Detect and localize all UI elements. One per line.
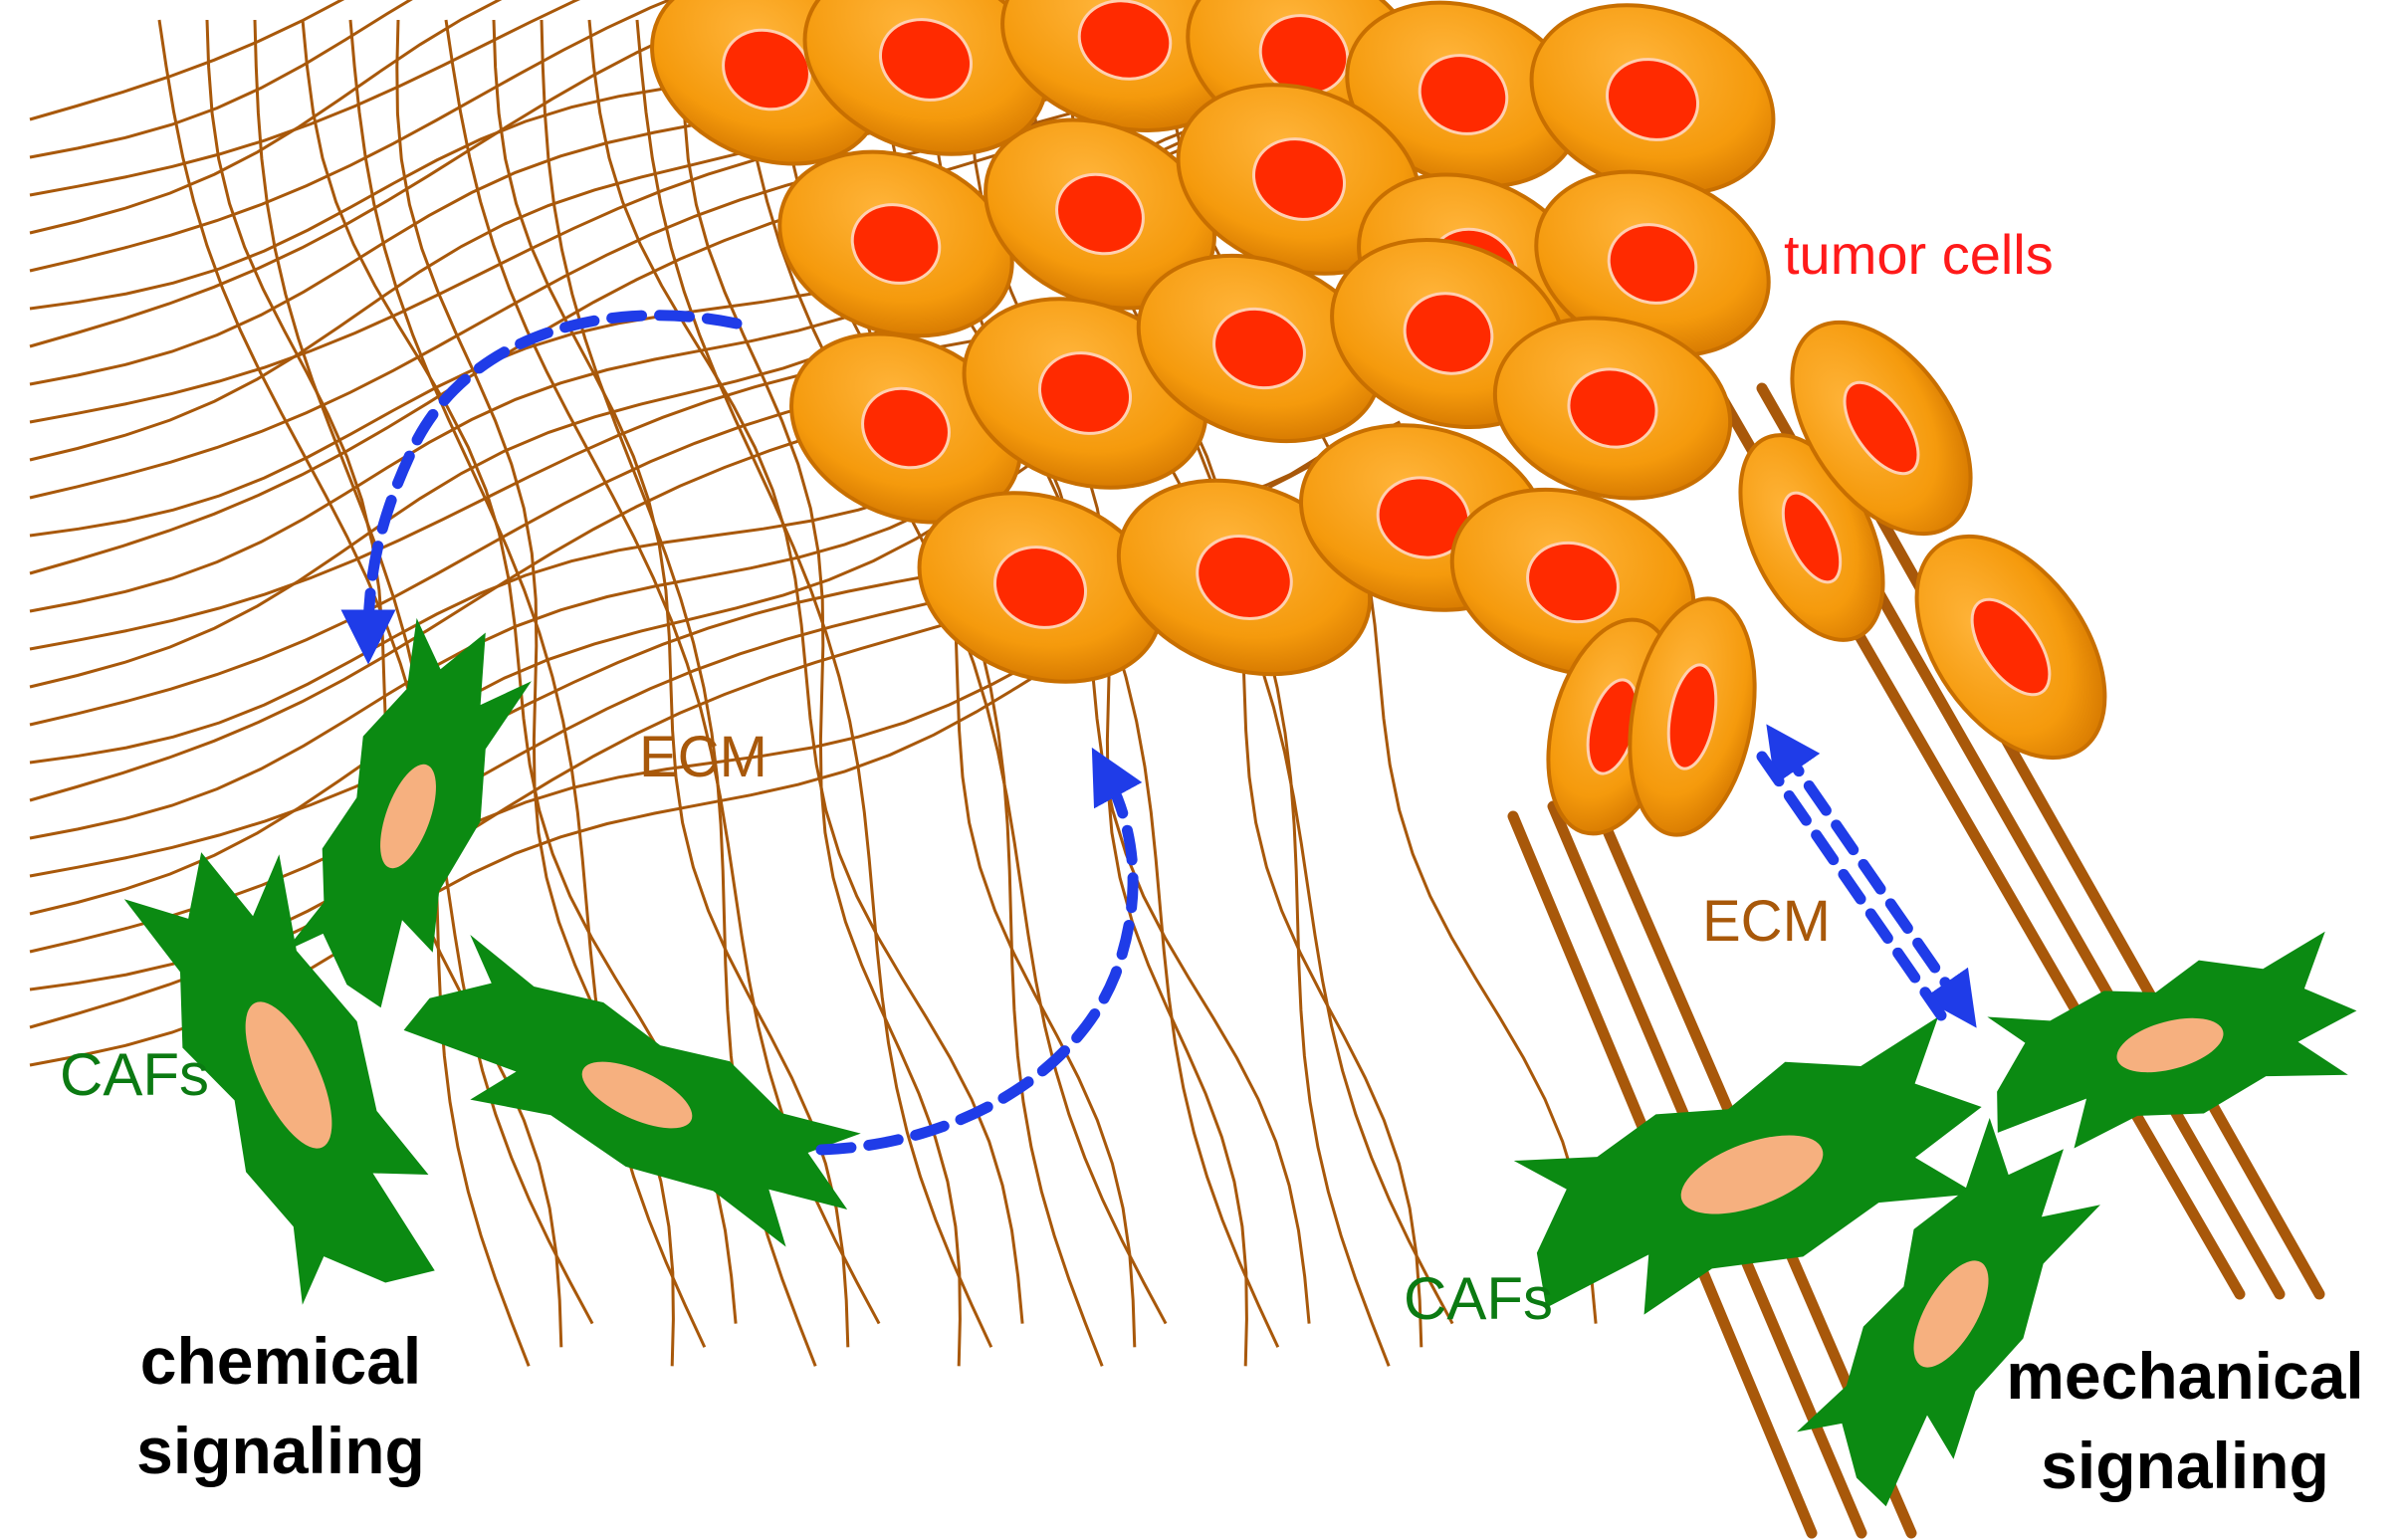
- ecm-fiber: [157, 19, 594, 1325]
- tumor-cell-icon: [1914, 534, 2107, 761]
- tumor-cell-icon: [802, 0, 1049, 156]
- signaling-arrows: [340, 310, 1977, 1156]
- tumor-cell-icon: [1529, 3, 1776, 196]
- cafs-label-left: CAFs: [60, 1041, 209, 1108]
- mechanical-signaling-line1: mechanical: [2006, 1339, 2364, 1413]
- tumor-cell-icon: [1492, 316, 1733, 501]
- fibroblast-icon: [123, 852, 435, 1305]
- tumor-cell-icon: [1628, 596, 1757, 837]
- tumor-cell-icon: [984, 117, 1216, 311]
- ecm-label-right: ECM: [1702, 889, 1831, 954]
- ecm-fiber: [635, 19, 993, 1348]
- ecm-label-left: ECM: [639, 725, 767, 789]
- dashed-arrow-icon: [1766, 724, 1977, 1028]
- tumor-cells-label: tumor cells: [1784, 223, 2054, 286]
- fibroblast-icon: [1987, 931, 2357, 1149]
- dashed-arrow-icon: [340, 310, 743, 665]
- ecm-fiber: [587, 19, 1024, 1324]
- chemical-signaling-line2: signaling: [136, 1414, 425, 1487]
- dashed-arrow-icon: [815, 747, 1143, 1156]
- tumor-cell-icon: [1136, 253, 1383, 444]
- fibroblast-icon: [285, 617, 532, 1008]
- fibroblast-icon: [1513, 1016, 1982, 1315]
- ecm-fiber: [29, 80, 1401, 538]
- tumor-cell-icon: [1345, 0, 1582, 189]
- tumor-cell-icon: [917, 491, 1164, 684]
- mechanical-signaling-line2: signaling: [2041, 1429, 2329, 1502]
- dashed-arrow-icon: [1756, 751, 1947, 1021]
- cafs-label-right: CAFs: [1404, 1265, 1553, 1332]
- tumor-cell-icon: [1000, 0, 1249, 132]
- fibroblast-icon: [403, 935, 861, 1247]
- tumor-cell-icon: [777, 149, 1014, 338]
- ecm-fiber: [682, 19, 962, 1367]
- caf-cells: [123, 617, 2357, 1507]
- ecm-fiber: [29, 0, 503, 235]
- ecm-fiber: [492, 19, 850, 1348]
- ecm-fiber: [29, 0, 345, 121]
- fibroblast-icon: [1797, 1117, 2100, 1507]
- ecm-bundle-fiber: [1796, 372, 2325, 1300]
- tumor-cell-icon: [1534, 169, 1771, 358]
- ecm-fiber: [205, 19, 563, 1348]
- ecm-fiber: [29, 0, 413, 159]
- tumor-cell-icon: [1790, 320, 1973, 537]
- ecm-fiber: [29, 0, 581, 197]
- ecm-fiber: [731, 19, 1168, 1325]
- chemical-signaling-line1: chemical: [140, 1324, 422, 1398]
- tumor-cell-cluster: [650, 0, 2107, 837]
- ecm-fiber: [29, 0, 674, 273]
